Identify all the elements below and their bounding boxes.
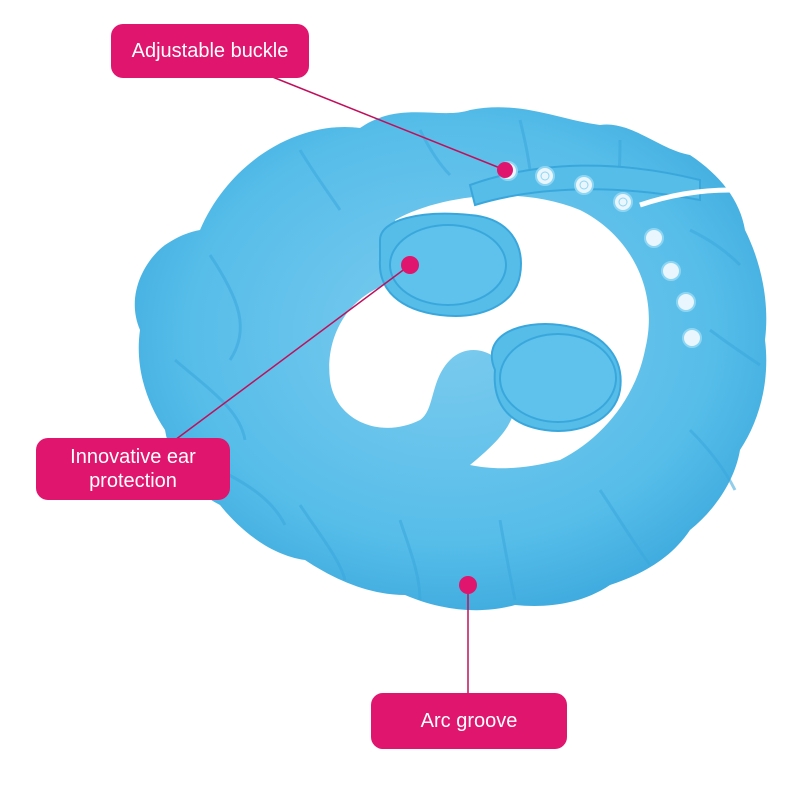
label-adjustable-buckle: Adjustable buckle: [111, 24, 309, 78]
ear-flap-left: [378, 212, 522, 317]
cap-ruffles: [174, 119, 761, 601]
label-arc-groove: Arc groove: [371, 693, 567, 749]
strap-slit: [639, 187, 731, 208]
callout-dot-buckle: [497, 162, 513, 178]
callout-lines: [174, 75, 506, 693]
label-ear-protection-line1: Innovative ear: [70, 446, 196, 468]
label-ear-protection-line2: protection: [89, 470, 177, 492]
snap-button: [661, 261, 681, 281]
snap-button: [613, 192, 633, 212]
label-ear-protection: Innovative ear protection: [36, 438, 230, 500]
snap-button: [574, 175, 594, 195]
callout-line-ear: [174, 264, 411, 441]
snap-button: [676, 292, 696, 312]
snap-button: [682, 328, 702, 348]
callout-line-buckle: [269, 75, 506, 171]
snap-button: [644, 228, 664, 248]
snap-button: [535, 166, 555, 186]
label-adjustable-buckle-text: Adjustable buckle: [131, 40, 289, 62]
label-arc-groove-text: Arc groove: [420, 710, 518, 732]
callout-dot-ear: [401, 256, 419, 274]
callout-dot-arc: [459, 576, 477, 594]
ear-flap-right: [490, 323, 622, 432]
